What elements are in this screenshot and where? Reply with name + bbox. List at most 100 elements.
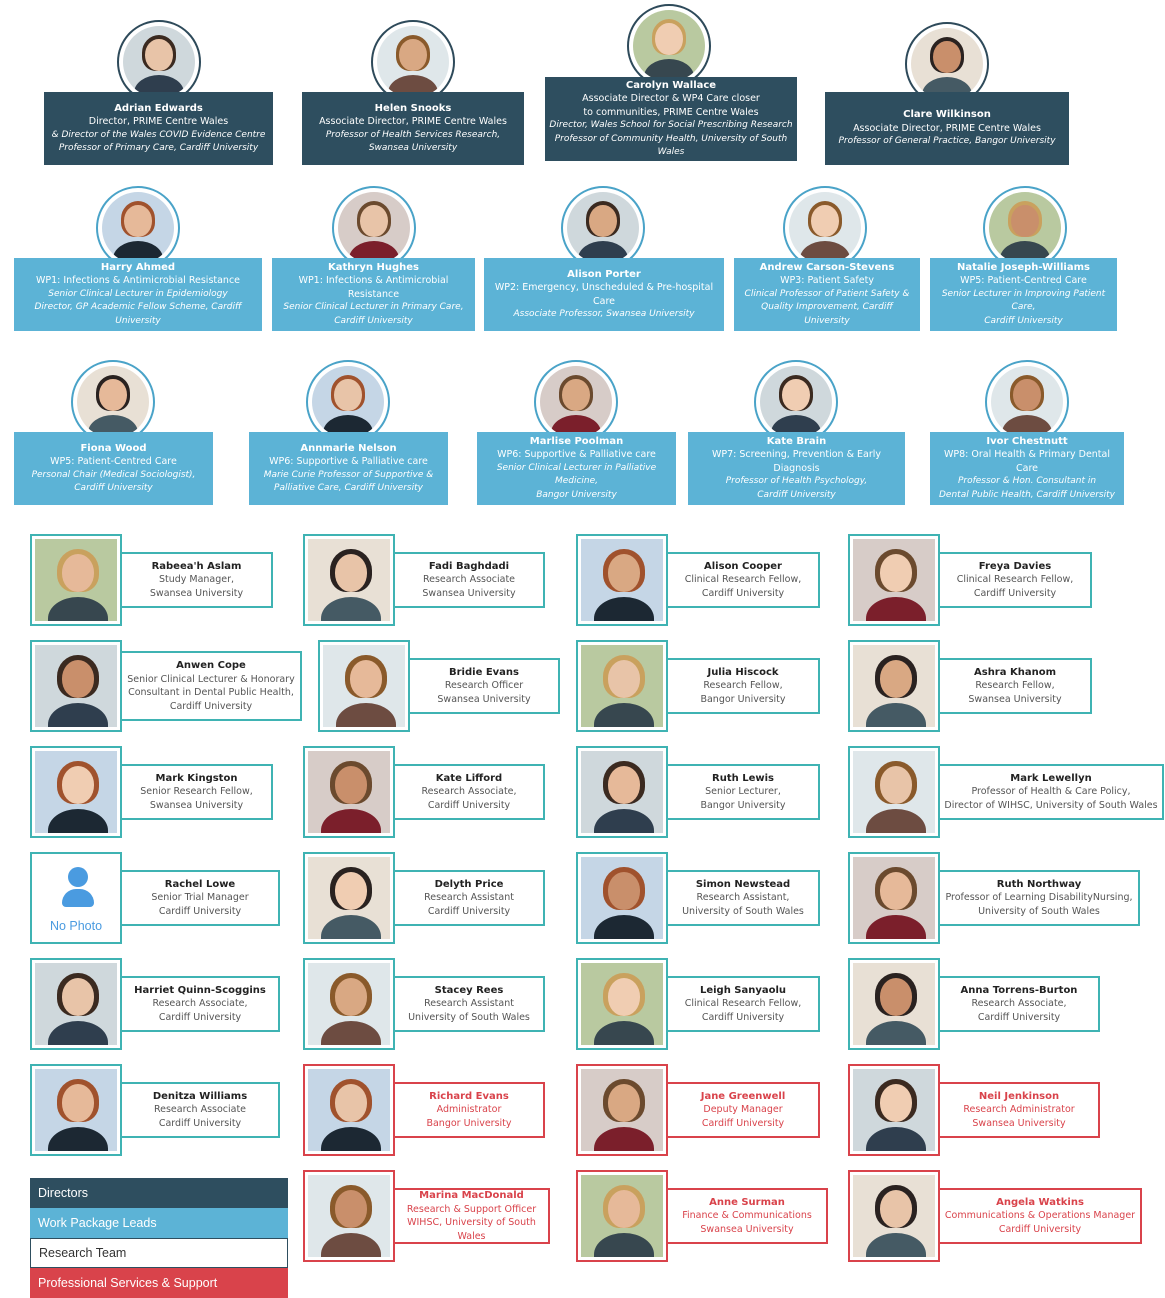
- portrait: [853, 751, 935, 833]
- harry-ahmed-photo: [96, 186, 180, 270]
- portrait: [633, 10, 705, 82]
- role-line: Bangor University: [700, 693, 786, 705]
- role-line: Research Associate,: [421, 786, 517, 798]
- affiliation-line: Professor of Health Services Research,: [325, 129, 501, 140]
- role-line: Cardiff University: [998, 1223, 1082, 1235]
- affiliation-line: Palliative Care, Cardiff University: [274, 483, 423, 493]
- portrait: [989, 192, 1061, 264]
- role-line: Study Manager,: [158, 574, 235, 586]
- portrait-face: [334, 1084, 368, 1123]
- delyth-price-photo: [303, 852, 395, 944]
- jane-greenwell-photo: [576, 1064, 668, 1156]
- role-line: Cardiff University: [427, 905, 511, 917]
- role-line: Swansea University: [968, 693, 1062, 705]
- role-line: Cardiff University: [701, 1011, 785, 1023]
- portrait-body: [865, 1021, 927, 1045]
- portrait: [308, 539, 390, 621]
- affiliation-line: Senior Lecturer in Improving Patient Car…: [941, 288, 1106, 313]
- person-name: Ivor Chestnutt: [986, 435, 1068, 447]
- portrait: [911, 28, 983, 100]
- portrait-face: [334, 978, 368, 1017]
- role-line: Swansea University: [149, 799, 244, 811]
- role-line: Clinical Research Fellow,: [684, 574, 802, 586]
- affiliation-line: Director, GP Academic Fellow Scheme, Car…: [34, 302, 242, 326]
- portrait-face: [360, 204, 388, 237]
- role-line: Swansea University: [972, 1117, 1066, 1129]
- portrait-face: [334, 766, 368, 805]
- affiliation-line: Associate Professor, Swansea University: [513, 309, 695, 319]
- portrait-face: [589, 204, 617, 237]
- portrait: [35, 539, 117, 621]
- person-name: Ashra Khanom: [974, 666, 1056, 678]
- portrait-body: [320, 915, 382, 939]
- portrait: No Photo: [35, 857, 117, 939]
- role-line: WP6: Supportive & Palliative care: [269, 456, 428, 467]
- portrait: [77, 366, 149, 438]
- portrait-face: [334, 1190, 368, 1229]
- helen-snooks-photo: [371, 20, 455, 104]
- person-name: Harry Ahmed: [100, 261, 176, 273]
- role-line: University of South Wales: [682, 905, 804, 917]
- marlise-poolman-photo: [534, 360, 618, 444]
- ruth-northway-photo: [848, 852, 940, 944]
- affiliation-line: Quality Improvement, Cardiff University: [761, 302, 893, 326]
- portrait: [308, 751, 390, 833]
- role-line: WP5: Patient-Centred Care: [960, 275, 1087, 287]
- person-name: Neil Jenkinson: [978, 1090, 1060, 1102]
- person-name: Stacey Rees: [434, 984, 504, 996]
- portrait-body: [865, 597, 927, 621]
- role-line: Bangor University: [426, 1117, 512, 1129]
- portrait-body: [865, 703, 927, 727]
- ashra-khanom-photo: [848, 640, 940, 732]
- role-line: Cardiff University: [701, 587, 785, 599]
- portrait-face: [399, 38, 427, 71]
- person-name: Richard Evans: [429, 1090, 509, 1102]
- portrait: [760, 366, 832, 438]
- role-line: WP6: Supportive & Palliative care: [497, 449, 656, 461]
- rabeea-h-aslam-photo: [30, 534, 122, 626]
- portrait-face: [879, 766, 913, 805]
- affiliation-line: Cardiff University: [74, 483, 153, 493]
- portrait-face: [879, 1084, 913, 1123]
- person-name: Alison Cooper: [704, 560, 782, 572]
- role-line: University of South Wales: [978, 905, 1100, 917]
- role-line: Research Fellow,: [975, 680, 1055, 692]
- affiliation-line: Personal Chair (Medical Sociologist),: [31, 469, 196, 480]
- role-line: Research Associate: [153, 1104, 247, 1116]
- portrait-face: [61, 554, 95, 593]
- role-line: Cardiff University: [973, 587, 1057, 599]
- person-icon-head: [68, 867, 88, 887]
- freya-davies-photo: [848, 534, 940, 626]
- person-name: Clare Wilkinson: [903, 109, 991, 121]
- portrait-face: [124, 204, 152, 237]
- portrait-face: [61, 660, 95, 699]
- person-name: Rachel Lowe: [164, 878, 236, 890]
- portrait-face: [607, 766, 641, 805]
- portrait: [581, 857, 663, 939]
- simon-newstead-photo: [576, 852, 668, 944]
- affiliation-line: Professor of Primary Care, Cardiff Unive…: [58, 143, 259, 153]
- affiliation-line: Professor of General Practice, Bangor Un…: [838, 136, 1056, 147]
- role-line: University of South Wales: [408, 1011, 530, 1023]
- person-name: Angela Watkins: [996, 1196, 1084, 1208]
- portrait-body: [320, 1127, 382, 1151]
- no-photo-placeholder: No Photo: [35, 857, 117, 939]
- role-line: Cardiff University: [427, 799, 511, 811]
- kathryn-hughes-photo: [332, 186, 416, 270]
- person-name: Helen Snooks: [374, 102, 452, 114]
- portrait: [853, 1069, 935, 1151]
- alison-porter-photo: [561, 186, 645, 270]
